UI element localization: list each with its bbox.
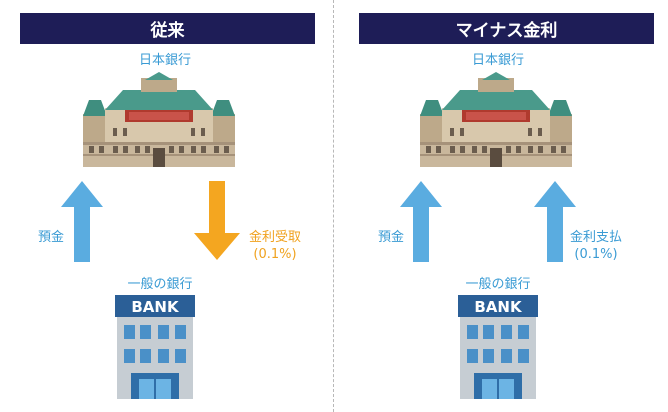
interest-pay-label-line1: 金利支払 xyxy=(569,230,622,245)
bank-of-japan-building-icon xyxy=(420,72,572,167)
commercial-bank-label: 一般の銀行 xyxy=(465,277,531,292)
deposit-arrow-up-icon xyxy=(61,181,103,262)
panel-negative-interest: マイナス金利 日本銀行 預金 金利支払 xyxy=(334,0,668,412)
interest-rate-label: (0.1%) xyxy=(253,247,297,262)
central-bank-label: 日本銀行 xyxy=(471,53,524,68)
central-bank-label: 日本銀行 xyxy=(138,53,191,68)
interest-receive-arrow-down-icon xyxy=(194,181,240,260)
bank-sign-text: BANK xyxy=(474,298,523,316)
panel-header: 従来 xyxy=(20,13,315,44)
interest-pay-label: 金利支払 (0.1%) xyxy=(564,229,628,263)
panel-conventional: 従来 日本銀行 預金 金 xyxy=(20,13,315,399)
interest-rate-label: (0.1%) xyxy=(574,247,618,262)
deposit-label: 預金 xyxy=(378,230,405,245)
commercial-bank-label: 一般の銀行 xyxy=(127,277,193,292)
deposit-arrow-up-icon xyxy=(400,181,442,262)
interest-pay-arrow-up-icon xyxy=(534,181,576,262)
bank-of-japan-building-icon xyxy=(83,72,235,167)
deposit-label: 預金 xyxy=(38,230,65,245)
panel-header: マイナス金利 xyxy=(359,13,654,44)
interest-receive-label-line1: 金利受取 xyxy=(248,230,301,245)
interest-receive-label: 金利受取 (0.1%) xyxy=(245,229,305,263)
bank-building-icon: BANK xyxy=(115,295,195,399)
bank-sign-text: BANK xyxy=(131,298,180,316)
panel-divider xyxy=(333,0,334,412)
bank-building-icon: BANK xyxy=(458,295,538,399)
